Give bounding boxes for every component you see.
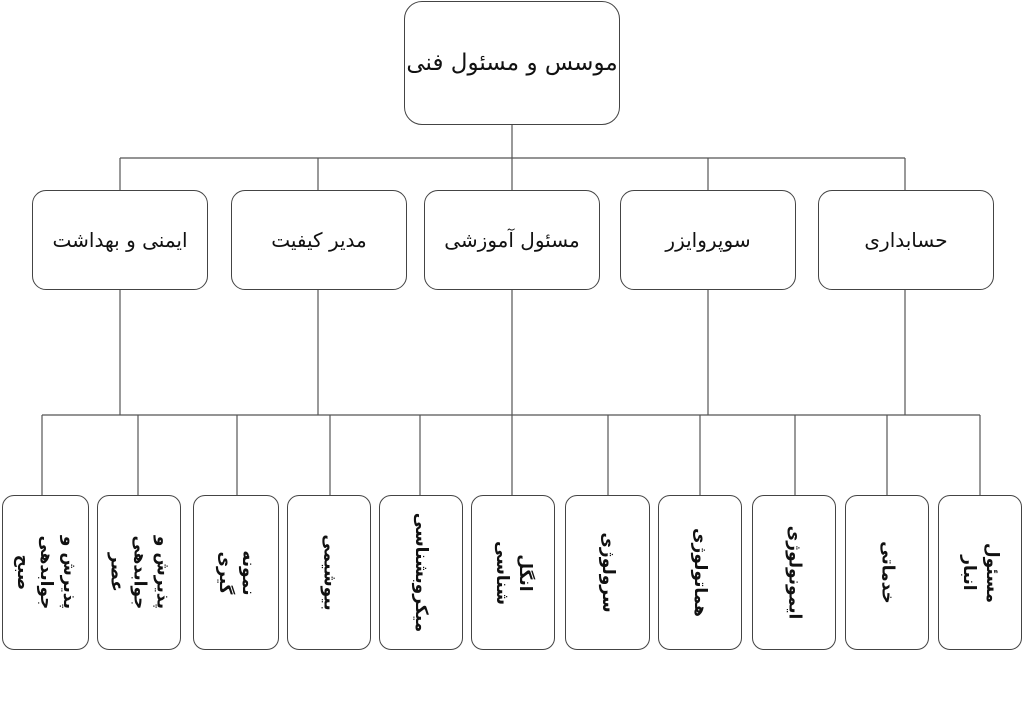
leaf-microbiology: میکروبشناسی [379, 495, 463, 650]
leaf-label: مسئول انبار [959, 542, 1002, 603]
leaf-immunology: ایمونولوژی [752, 495, 836, 650]
node-quality-manager: مدیر کیفیت [231, 190, 407, 290]
leaf-morning-reception: پذیرش و جوابدهی صبح [2, 495, 89, 650]
leaf-label: سرولوژی [597, 532, 618, 613]
leaf-hematology: هماتولوژی [658, 495, 742, 650]
node-label: حسابداری [864, 228, 948, 252]
leaf-label: هماتولوژی [690, 527, 711, 618]
leaf-serology: سرولوژی [565, 495, 650, 650]
leaf-parasitology: انگل شناسی [471, 495, 555, 650]
leaf-label: خدماتی [877, 541, 898, 604]
node-supervisor: سوپروایزر [620, 190, 796, 290]
leaf-label: نمونه گیری [215, 549, 258, 596]
node-safety-health: ایمنی و بهداشت [32, 190, 208, 290]
node-label: ایمنی و بهداشت [52, 228, 188, 252]
leaf-label: میکروبشناسی [411, 512, 432, 633]
node-training: مسئول آموزشی [424, 190, 600, 290]
leaf-services: خدماتی [845, 495, 929, 650]
leaf-label: پذیرش و جوابدهی صبح [13, 535, 79, 610]
node-label: سوپروایزر [665, 228, 751, 252]
leaf-evening-reception: پذیرش و جوابدهی عصر [97, 495, 181, 650]
root-node: موسس و مسئول فنی [404, 1, 620, 125]
leaf-label: بیوشیمی [319, 534, 340, 611]
leaf-label: ایمونولوژی [784, 525, 805, 620]
node-label: مدیر کیفیت [271, 228, 367, 252]
leaf-biochemistry: بیوشیمی [287, 495, 371, 650]
leaf-label: انگل شناسی [492, 540, 535, 605]
leaf-label: پذیرش و جوابدهی عصر [106, 535, 173, 610]
node-label: مسئول آموزشی [444, 228, 580, 252]
leaf-sampling: نمونه گیری [193, 495, 279, 650]
leaf-warehouse: مسئول انبار [938, 495, 1022, 650]
root-node-label: موسس و مسئول فنی [406, 50, 618, 76]
node-accounting: حسابداری [818, 190, 994, 290]
